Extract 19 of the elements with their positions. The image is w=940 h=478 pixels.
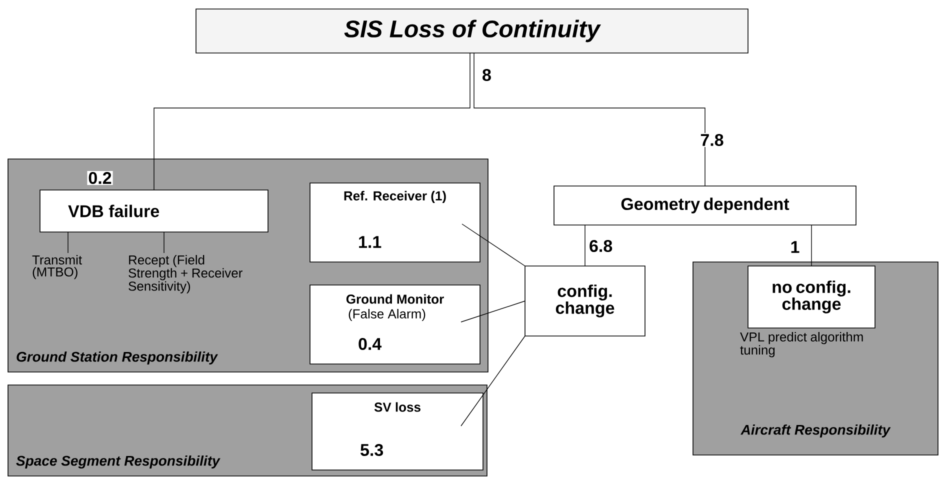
branch-text: Recept (Field Strength + Receiver Sensitivity) <box>128 254 242 294</box>
edge-label: 6.8 <box>588 238 614 253</box>
edge-label: 7.8 <box>699 132 725 147</box>
connector-line <box>462 224 526 266</box>
event-box: no config. change <box>748 266 876 328</box>
title-box: SIS Loss of Continuity <box>196 8 748 54</box>
event-box: Ref. Receiver (1) 1.1 <box>310 182 480 262</box>
connector-line <box>811 224 812 266</box>
event-box: VDB failure <box>40 190 268 232</box>
note-text: VPL predict algorithm tuning <box>740 332 863 358</box>
value-label: 8 <box>482 68 491 82</box>
branch-text: Transmit (MTBO) <box>32 254 82 280</box>
event-box: config. change <box>524 266 646 336</box>
event-box: SV loss 5.3 <box>312 392 484 470</box>
edge-label: 1 <box>789 240 801 254</box>
edge-label: 0.2 <box>87 170 113 185</box>
event-box: Geometry dependent <box>554 186 856 226</box>
connector-line <box>584 224 586 266</box>
event-box: Ground Monitor (False Alarm) 0.4 <box>310 284 480 364</box>
